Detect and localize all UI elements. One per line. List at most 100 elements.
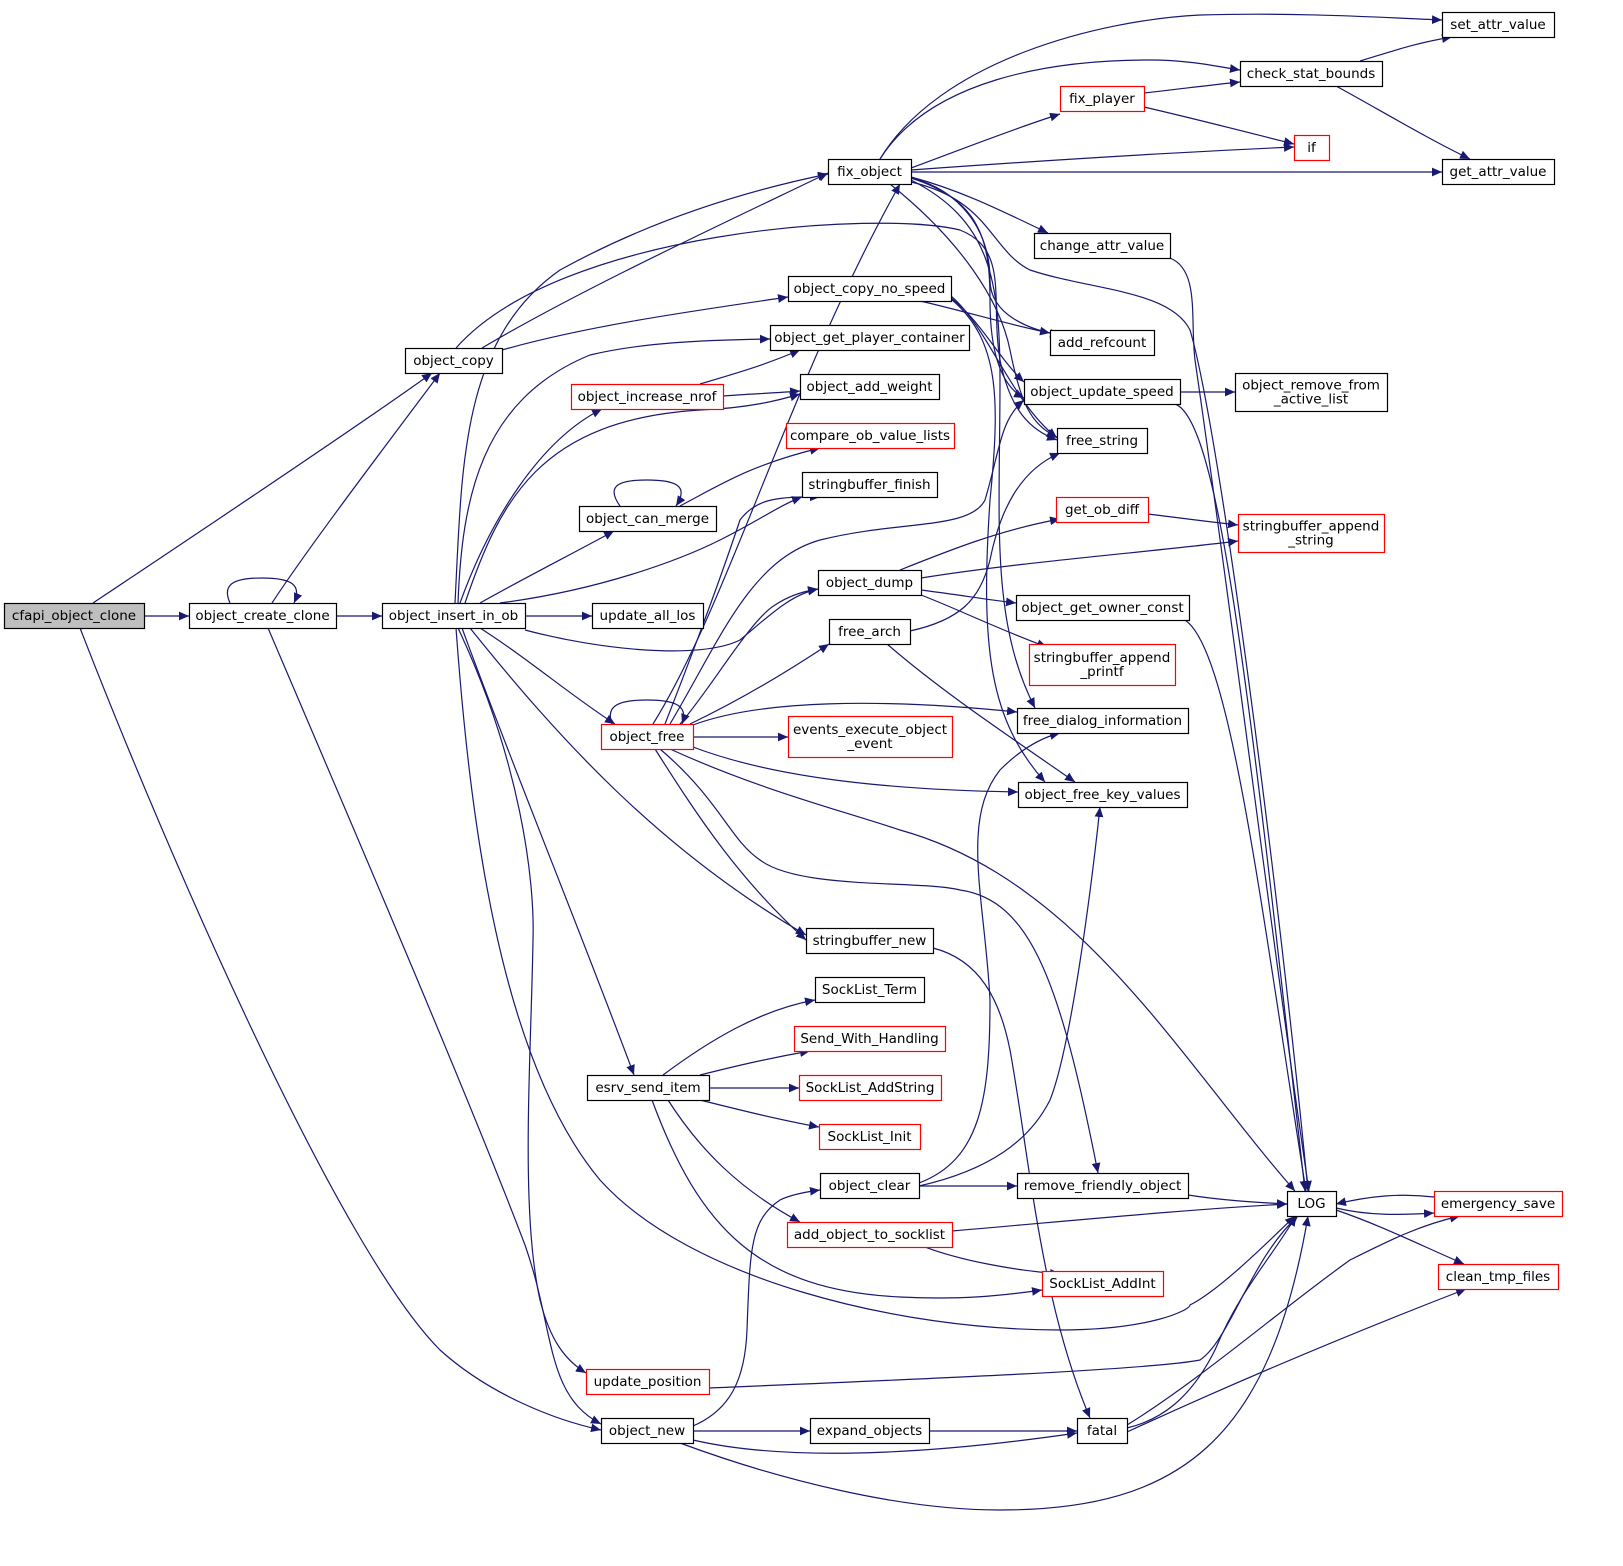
node-fix-object[interactable]: fix_object (827, 158, 913, 186)
node-box[interactable] (188, 602, 338, 630)
node-compare-ob-value-lists[interactable]: compare_ob_value_lists (785, 422, 956, 450)
node-change-attr-value[interactable]: change_attr_value (1033, 232, 1172, 260)
node-box[interactable] (793, 1025, 947, 1053)
node-box[interactable] (570, 383, 725, 411)
node-box[interactable] (801, 471, 939, 499)
node-box[interactable] (1286, 1190, 1338, 1218)
node-object-add-weight[interactable]: object_add_weight (799, 373, 941, 401)
node-check-stat-bounds[interactable]: check_stat_bounds (1239, 60, 1384, 88)
node-box[interactable] (1015, 594, 1191, 622)
node-box[interactable] (817, 569, 923, 597)
node-box[interactable] (1056, 427, 1149, 455)
node-emergency-save[interactable]: emergency_save (1433, 1190, 1564, 1218)
node-SockList-AddInt[interactable]: SockList_AddInt (1041, 1270, 1165, 1298)
node-object-update-speed[interactable]: object_update_speed (1023, 378, 1182, 406)
node-box[interactable] (798, 1074, 943, 1102)
node-box[interactable] (1016, 1172, 1190, 1200)
node-set-attr-value[interactable]: set_attr_value (1441, 11, 1556, 39)
node-object-get-owner-const[interactable]: object_get_owner_const (1015, 594, 1191, 622)
node-if[interactable]: if (1293, 134, 1331, 162)
node-box[interactable] (1016, 707, 1190, 735)
node-box[interactable] (3, 602, 146, 630)
node-box[interactable] (586, 1074, 711, 1102)
node-box[interactable] (1033, 232, 1172, 260)
node-stringbuffer-new[interactable]: stringbuffer_new (805, 927, 935, 955)
node-box[interactable] (1023, 378, 1182, 406)
node-box[interactable] (1055, 496, 1150, 524)
node-box[interactable] (1041, 1270, 1165, 1298)
node-box[interactable] (381, 602, 527, 630)
node-LOG[interactable]: LOG (1286, 1190, 1338, 1218)
node-object-remove-from-active-list[interactable]: object_remove_from_active_list (1234, 372, 1389, 413)
node-box[interactable] (818, 1123, 922, 1151)
node-stringbuffer-append-printf[interactable]: stringbuffer_append_printf (1028, 643, 1177, 687)
node-get-ob-diff[interactable]: get_ob_diff (1055, 496, 1150, 524)
node-box[interactable] (1059, 85, 1146, 113)
node-clean-tmp-files[interactable]: clean_tmp_files (1437, 1263, 1560, 1291)
node-object-clear[interactable]: object_clear (819, 1172, 921, 1200)
node-box[interactable] (1433, 1190, 1564, 1218)
node-box[interactable] (786, 1221, 954, 1249)
node-box[interactable] (1437, 1263, 1560, 1291)
node-box[interactable] (578, 505, 718, 533)
node-object-get-player-container[interactable]: object_get_player_container (769, 324, 971, 352)
node-stringbuffer-append-string[interactable]: stringbuffer_append_string (1237, 513, 1386, 554)
node-box[interactable] (1293, 134, 1331, 162)
node-box[interactable] (600, 1417, 695, 1445)
node-box[interactable] (828, 618, 912, 646)
node-cfapi-object-clone[interactable]: cfapi_object_clone (3, 602, 146, 630)
node-box[interactable] (787, 275, 953, 303)
node-object-insert-in-ob[interactable]: object_insert_in_ob (381, 602, 527, 630)
node-box[interactable] (1237, 513, 1386, 554)
node-esrv-send-item[interactable]: esrv_send_item (586, 1074, 711, 1102)
node-object-create-clone[interactable]: object_create_clone (188, 602, 338, 630)
node-update-position[interactable]: update_position (585, 1368, 711, 1396)
node-free-string[interactable]: free_string (1056, 427, 1149, 455)
node-events-execute-object-event[interactable]: events_execute_object_event (787, 715, 954, 759)
node-object-dump[interactable]: object_dump (817, 569, 923, 597)
node-update-all-los[interactable]: update_all_los (591, 602, 705, 630)
node-box[interactable] (1234, 372, 1389, 413)
node-box[interactable] (1441, 158, 1556, 186)
node-add-object-to-socklist[interactable]: add_object_to_socklist (786, 1221, 954, 1249)
node-expand-objects[interactable]: expand_objects (809, 1417, 931, 1445)
node-SockList-AddString[interactable]: SockList_AddString (798, 1074, 943, 1102)
node-box[interactable] (785, 422, 956, 450)
node-box[interactable] (769, 324, 971, 352)
node-fix-player[interactable]: fix_player (1059, 85, 1146, 113)
node-box[interactable] (1441, 11, 1556, 39)
node-object-free-key-values[interactable]: object_free_key_values (1017, 781, 1189, 809)
node-box[interactable] (827, 158, 913, 186)
node-box[interactable] (809, 1417, 931, 1445)
node-box[interactable] (814, 976, 926, 1004)
node-box[interactable] (1017, 781, 1189, 809)
node-free-dialog-information[interactable]: free_dialog_information (1016, 707, 1190, 735)
node-stringbuffer-finish[interactable]: stringbuffer_finish (801, 471, 939, 499)
node-get-attr-value[interactable]: get_attr_value (1441, 158, 1556, 186)
node-box[interactable] (1028, 643, 1177, 687)
node-SockList-Init[interactable]: SockList_Init (818, 1123, 922, 1151)
node-Send-With-Handling[interactable]: Send_With_Handling (793, 1025, 947, 1053)
node-object-copy-no-speed[interactable]: object_copy_no_speed (787, 275, 953, 303)
node-box[interactable] (591, 602, 705, 630)
node-box[interactable] (1076, 1417, 1129, 1445)
node-box[interactable] (799, 373, 941, 401)
node-object-copy[interactable]: object_copy (404, 347, 504, 375)
node-object-new[interactable]: object_new (600, 1417, 695, 1445)
node-remove-friendly-object[interactable]: remove_friendly_object (1016, 1172, 1190, 1200)
node-object-free[interactable]: object_free (600, 723, 695, 751)
node-box[interactable] (805, 927, 935, 955)
node-free-arch[interactable]: free_arch (828, 618, 912, 646)
node-box[interactable] (585, 1368, 711, 1396)
node-box[interactable] (819, 1172, 921, 1200)
node-box[interactable] (787, 715, 954, 759)
node-box[interactable] (404, 347, 504, 375)
node-fatal[interactable]: fatal (1076, 1417, 1129, 1445)
node-box[interactable] (600, 723, 695, 751)
node-SockList-Term[interactable]: SockList_Term (814, 976, 926, 1004)
node-object-can-merge[interactable]: object_can_merge (578, 505, 718, 533)
node-box[interactable] (1239, 60, 1384, 88)
node-box[interactable] (1049, 329, 1156, 357)
node-add-refcount[interactable]: add_refcount (1049, 329, 1156, 357)
node-object-increase-nrof[interactable]: object_increase_nrof (570, 383, 725, 411)
